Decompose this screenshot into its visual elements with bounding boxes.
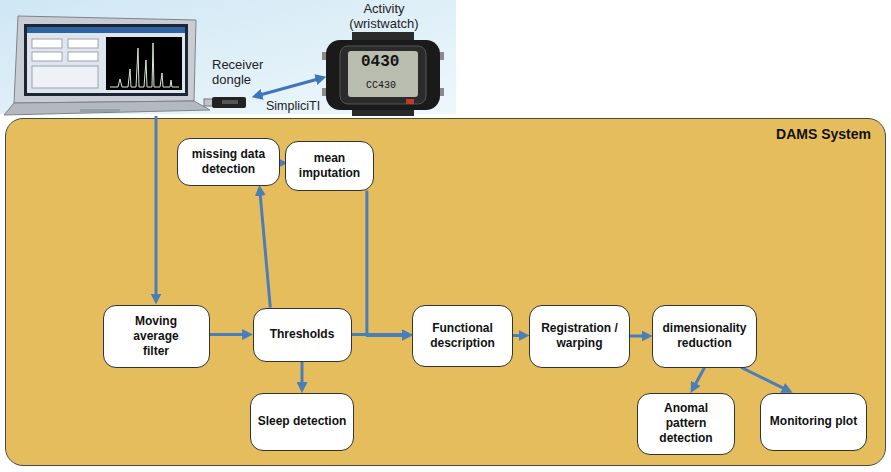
watch-display [348,51,418,97]
window-titlebar [27,27,185,33]
window-control [68,39,98,48]
flow-arrow [513,334,523,337]
process-box: Moving average filter [103,305,210,368]
box-text: Anomal pattern detection [644,401,728,446]
process-box: Anomal pattern detection [637,393,735,455]
wristwatch-picture [322,32,444,116]
process-box: missing data detection [177,138,280,186]
flow-arrow [280,162,281,165]
usb-plug [204,99,213,106]
window-control [68,52,98,61]
box-text: Thresholds [270,327,335,342]
flow-arrow [630,335,646,338]
dongle-chip [222,100,238,104]
window-panel [32,66,98,88]
box-text: Monitoring plot [770,414,857,429]
flow-arrow [741,368,786,390]
flow-arrow [301,362,304,387]
panel-title: DAMS System [776,126,871,142]
part-label: Receiver dongle [212,58,276,88]
protocol-label: SimpliciTI [266,99,320,113]
sky-ground [0,0,456,114]
box-text: Registration / warping [536,321,623,351]
radio-link-arrow [258,79,320,96]
flow-arrow [694,368,705,388]
flow-arrow [260,191,270,307]
laptop-bezel [24,24,188,96]
process-box: mean imputation [285,141,374,191]
box-text: dimensionality reduction [659,321,750,351]
maker-logo [406,99,414,104]
receiver-dongle [204,97,246,108]
dongle-body [212,97,246,108]
laptop-base [4,101,210,115]
device-label: Activity (wristwatch) [341,2,427,32]
flow-arrow [210,333,247,336]
box-text: Functional description [419,321,506,351]
process-box: Registration / warping [529,305,630,368]
flow-arrow [367,191,406,336]
box-text: missing data detection [184,147,273,177]
feed-arrow-line [155,116,158,298]
display-text: CC430 [366,80,396,92]
flow-arrow [352,333,407,336]
laptop-picture [4,16,210,115]
process-box: dimensionality reduction [652,305,757,368]
process-box: Monitoring plot [760,393,867,451]
window-control [32,39,62,48]
plot-area [106,37,182,90]
watch-bezel [340,46,426,104]
window-control [32,52,62,61]
laptop-touchpad [80,109,120,112]
box-text: Sleep detection [258,414,347,429]
system-panel: DAMS System missing data detection mean im… [5,118,886,466]
watch-case [326,40,440,110]
display-digits: 0430 [361,53,399,71]
laptop-screen [27,27,185,93]
box-text: Moving average filter [120,314,192,359]
box-text: mean imputation [292,151,367,181]
signal-spikes [110,43,179,87]
process-box: Functional description [412,305,513,367]
process-box: Sleep detection [250,393,354,451]
process-box: Thresholds [253,308,352,362]
laptop-lid [14,16,196,103]
